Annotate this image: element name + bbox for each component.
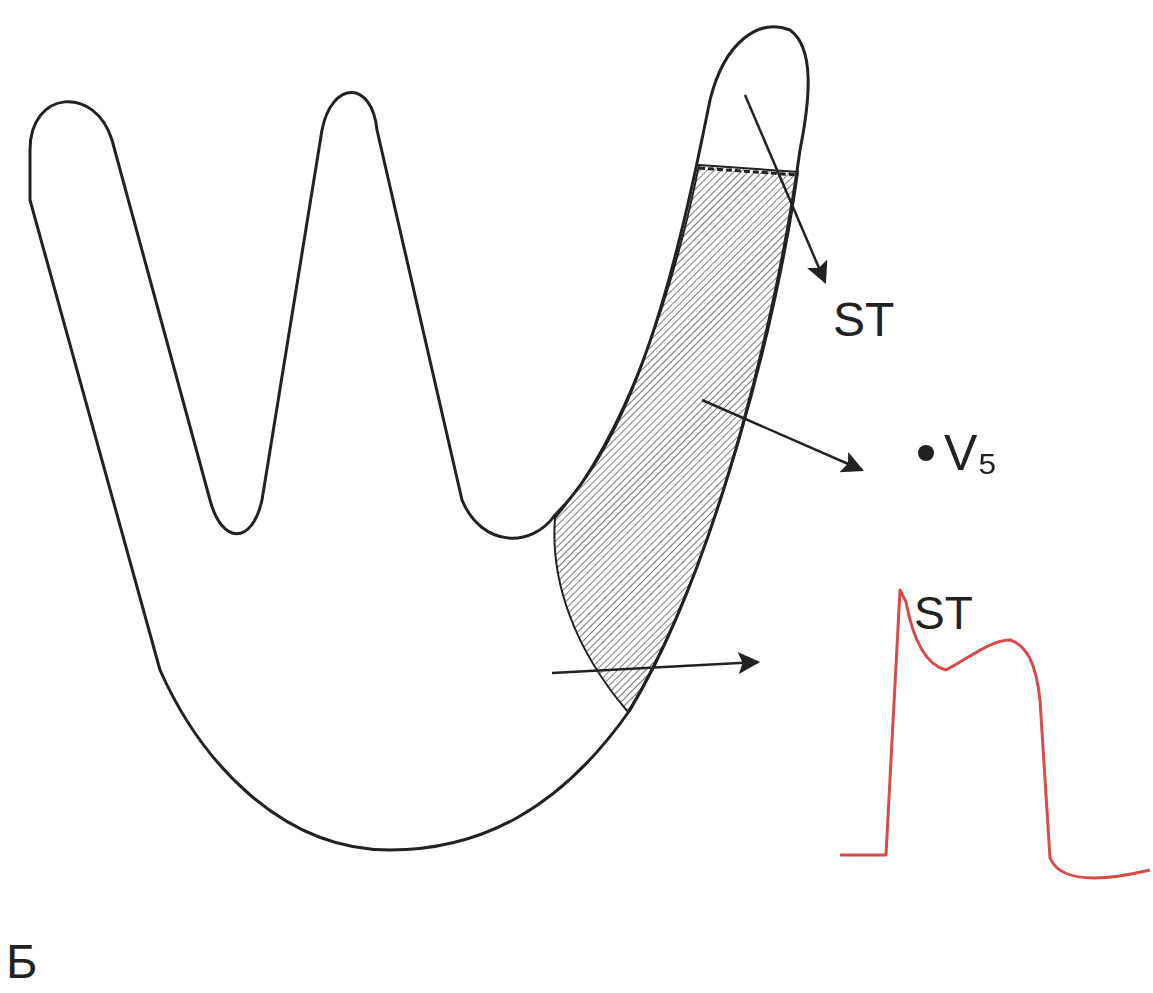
electrode-dot bbox=[918, 445, 934, 461]
ventricle-outline bbox=[30, 27, 808, 850]
hatched-zone bbox=[554, 165, 798, 712]
lead-label: V₅ bbox=[944, 428, 998, 478]
st-vector bbox=[552, 662, 758, 673]
st-label: ST bbox=[914, 590, 973, 636]
st-vector bbox=[745, 95, 825, 282]
st-label: ST bbox=[833, 296, 894, 344]
panel-letter: Б bbox=[6, 938, 38, 986]
zone-border bbox=[699, 168, 798, 175]
ecg-trace bbox=[840, 590, 1150, 878]
st-vector bbox=[702, 400, 862, 470]
